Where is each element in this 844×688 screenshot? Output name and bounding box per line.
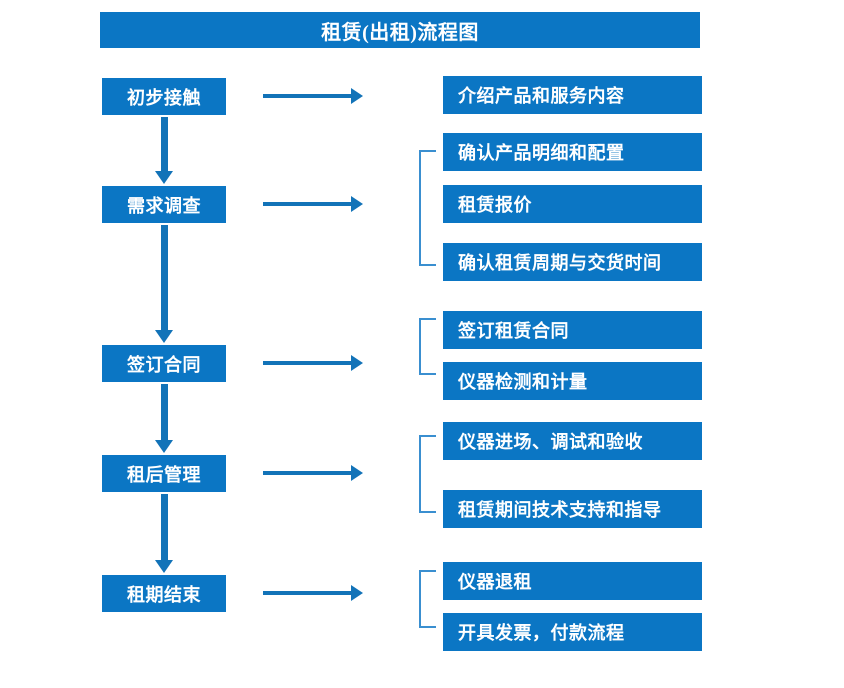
arrow-head [351,88,363,104]
right-arrow-stage3 [263,355,363,371]
arrow-head [155,440,173,453]
right-arrow-stage1 [263,88,363,104]
detail-box-1[interactable]: 介绍产品和服务内容 [443,76,702,114]
arrow-shaft [263,202,353,206]
arrow-head [351,585,363,601]
arrow-shaft [263,361,353,365]
arrow-shaft [161,494,168,560]
detail-box-10[interactable]: 开具发票，付款流程 [443,613,702,651]
detail-box-6[interactable]: 仪器检测和计量 [443,362,702,400]
group-bracket-2 [419,318,436,375]
arrow-shaft [161,117,168,171]
arrow-shaft [263,591,353,595]
down-arrow-stage2-stage3 [152,225,176,343]
arrow-shaft [263,94,353,98]
right-arrow-stage2 [263,196,363,212]
arrow-head [155,330,173,343]
group-bracket-3 [419,435,436,513]
arrow-shaft [263,471,353,475]
arrow-head [351,196,363,212]
arrow-shaft [161,225,168,330]
arrow-head [155,171,173,184]
detail-box-8[interactable]: 租赁期间技术支持和指导 [443,490,702,528]
stage-box-3[interactable]: 签订合同 [102,345,226,382]
group-bracket-1 [419,150,436,266]
stage-box-2[interactable]: 需求调查 [102,186,226,223]
arrow-head [351,465,363,481]
group-bracket-4 [419,570,436,628]
down-arrow-stage4-stage5 [152,494,176,573]
right-arrow-stage4 [263,465,363,481]
stage-box-5[interactable]: 租期结束 [102,575,226,612]
stage-box-4[interactable]: 租后管理 [102,455,226,492]
stage-box-1[interactable]: 初步接触 [102,78,226,115]
arrow-head [155,560,173,573]
down-arrow-stage3-stage4 [152,384,176,453]
flowchart-title: 租赁(出租)流程图 [100,12,700,48]
detail-box-7[interactable]: 仪器进场、调试和验收 [443,422,702,460]
detail-box-3[interactable]: 租赁报价 [443,185,702,223]
arrow-shaft [161,384,168,440]
detail-box-2[interactable]: 确认产品明细和配置 [443,133,702,171]
detail-box-9[interactable]: 仪器退租 [443,562,702,600]
right-arrow-stage5 [263,585,363,601]
detail-box-5[interactable]: 签订租赁合同 [443,311,702,349]
arrow-head [351,355,363,371]
down-arrow-stage1-stage2 [152,117,176,184]
detail-box-4[interactable]: 确认租赁周期与交货时间 [443,243,702,281]
